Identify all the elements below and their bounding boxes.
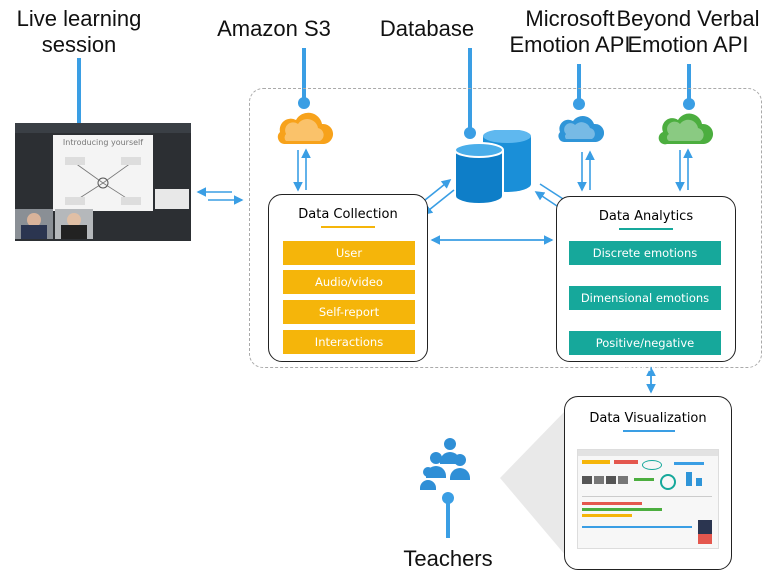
beyond-verbal-cloud-icon: [658, 113, 714, 145]
data-collection-underline: [321, 226, 375, 228]
collection-item-self-report: Self-report: [283, 300, 415, 324]
microsoft-connector: [577, 64, 581, 102]
session-webcam-1: [15, 209, 53, 239]
session-side-panel: [155, 189, 189, 209]
session-slide: Introducing yourself: [53, 135, 153, 211]
live-learning-session-label: Live learning session: [16, 6, 142, 57]
data-analytics-title: Data Analytics: [598, 209, 694, 224]
amazon-s3-cloud-icon: [277, 112, 334, 144]
data-analytics-underline: [619, 228, 673, 230]
session-topbar: [15, 123, 191, 133]
dashboard-screenshot: [577, 449, 719, 549]
data-visualization-underline: [623, 430, 675, 432]
teachers-people-icon: [420, 438, 470, 490]
teachers-connector: [446, 496, 450, 538]
data-visualization-panel: Data Visualization: [564, 396, 732, 570]
analytics-item-discrete: Discrete emotions: [569, 241, 721, 265]
beyond-connector: [687, 64, 691, 102]
beyond-verbal-emotion-api-label: Beyond Verbal Emotion API: [616, 6, 760, 57]
amazon-s3-label: Amazon S3: [217, 16, 331, 41]
database-icon: [455, 130, 531, 205]
microsoft-emotion-api-label: Microsoft Emotion API: [509, 6, 631, 57]
microsoft-connector-dot: [573, 98, 585, 110]
s3-connector-dot: [298, 97, 310, 109]
slide-mindmap: [65, 157, 141, 205]
database-connector: [468, 48, 472, 130]
teachers-connector-dot: [442, 492, 454, 504]
session-connector: [77, 58, 81, 162]
collection-item-user: User: [283, 241, 415, 265]
data-analytics-panel: Data Analytics Discrete emotions Dimensi…: [556, 196, 736, 374]
database-connector-dot: [464, 127, 476, 139]
collection-item-interactions: Interactions: [283, 330, 415, 354]
data-collection-title: Data Collection: [298, 207, 398, 222]
analytics-item-dimensional: Dimensional emotions: [569, 286, 721, 310]
session-webcam-2: [55, 209, 93, 239]
analytics-item-positive-negative: Positive/negative emotions: [569, 331, 721, 374]
s3-connector: [302, 48, 306, 100]
teachers-label: Teachers: [403, 546, 493, 571]
beyond-connector-dot: [683, 98, 695, 110]
data-visualization-title: Data Visualization: [589, 411, 707, 426]
database-label: Database: [379, 16, 475, 41]
live-session-screenshot: Introducing yourself: [15, 123, 191, 241]
collection-item-audio-video: Audio/video: [283, 270, 415, 294]
data-collection-panel: Data Collection User Audio/video Self-re…: [268, 194, 428, 362]
microsoft-cloud-icon: [558, 116, 604, 142]
session-slide-title: Introducing yourself: [62, 138, 144, 147]
